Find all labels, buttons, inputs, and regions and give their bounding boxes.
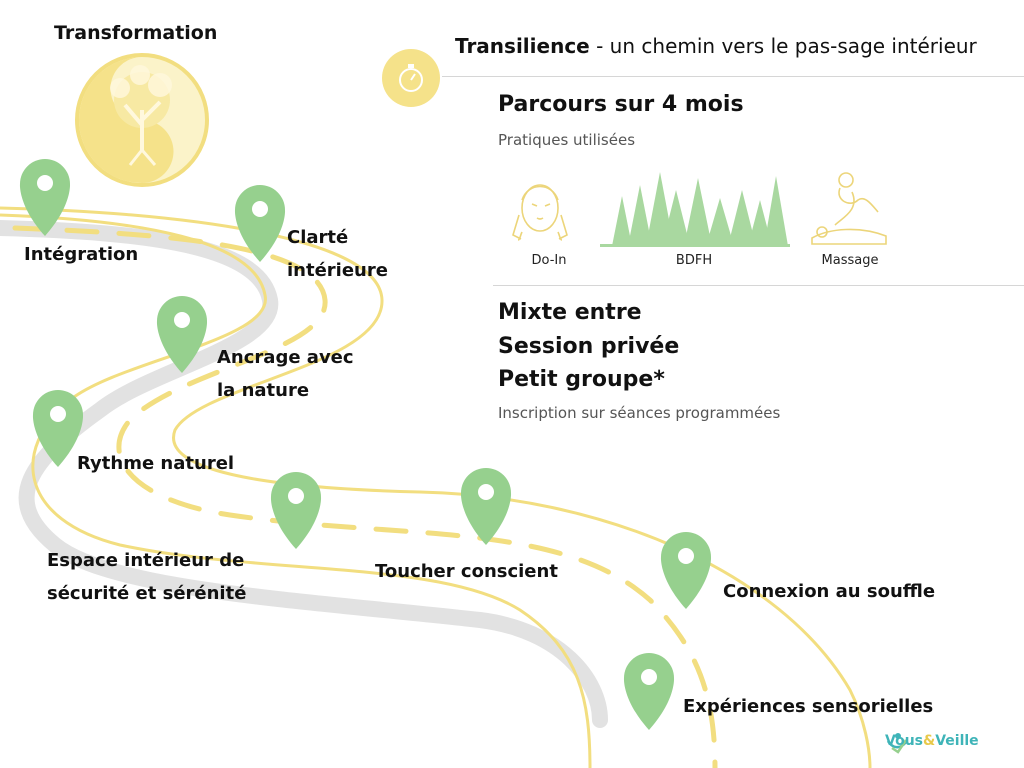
road-edge-upper: [0, 206, 872, 768]
step-clarte-line2: intérieure: [287, 260, 388, 281]
practices-label: Pratiques utilisées: [498, 131, 636, 149]
format-line-1: Mixte entre: [498, 300, 642, 325]
step-integration: Intégration: [24, 244, 139, 265]
step-connexion: Connexion au souffle: [723, 581, 936, 602]
transformation-title: Transformation: [54, 22, 218, 44]
map-pin-icon: [32, 390, 84, 467]
practice-label-bdfh: BDFH: [675, 253, 713, 268]
parcours-title: Parcours sur 4 mois: [498, 92, 744, 117]
map-pin-icon: [156, 296, 208, 373]
road-center-dashes: [12, 225, 718, 768]
road-edge-lower: [0, 213, 592, 768]
brand-logo-icon: [886, 733, 908, 754]
face-massage-icon: [512, 184, 568, 241]
format-line-2: Session privée: [498, 334, 680, 359]
step-rythme: Rythme naturel: [77, 453, 235, 474]
section-divider: [493, 285, 1024, 286]
header-divider: [442, 76, 1024, 77]
inscription-note: Inscription sur séances programmées: [498, 404, 781, 422]
step-toucher: Toucher conscient: [375, 561, 558, 582]
step-espace-line2: sécurité et sérénité: [47, 583, 247, 604]
forest-trees-icon: [600, 172, 790, 247]
page-title: Transilience - un chemin vers le pas-sag…: [455, 34, 977, 58]
title-rest: - un chemin vers le pas-sage intérieur: [589, 34, 977, 58]
step-ancrage-line1: Ancrage avec: [217, 347, 354, 368]
map-pin-icon: [19, 159, 71, 236]
map-pin-icon: [460, 467, 512, 545]
map-pin-icon: [623, 653, 675, 730]
format-line-3: Petit groupe*: [498, 367, 665, 392]
map-pin-icon: [234, 185, 286, 262]
step-clarte-line1: Clarté: [287, 227, 349, 248]
brand-name: Vous&Veille: [885, 733, 979, 749]
brand-part2: Veille: [935, 733, 979, 749]
map-pin-icon: [270, 472, 322, 549]
step-experiences: Expériences sensorielles: [683, 696, 934, 717]
step-ancrage-line2: la nature: [217, 380, 310, 401]
title-bold: Transilience: [455, 34, 590, 58]
yin-yang-tree-icon: [75, 53, 209, 187]
practice-label-massage: Massage: [821, 253, 879, 268]
map-pin-icon: [660, 532, 712, 609]
practice-label-doin: Do-In: [531, 253, 567, 268]
brand-amp: &: [923, 733, 936, 749]
step-espace-line1: Espace intérieur de: [47, 550, 245, 571]
stopwatch-icon: [382, 49, 440, 107]
back-massage-icon: [811, 172, 887, 245]
brand-part1: Vous: [885, 733, 923, 749]
